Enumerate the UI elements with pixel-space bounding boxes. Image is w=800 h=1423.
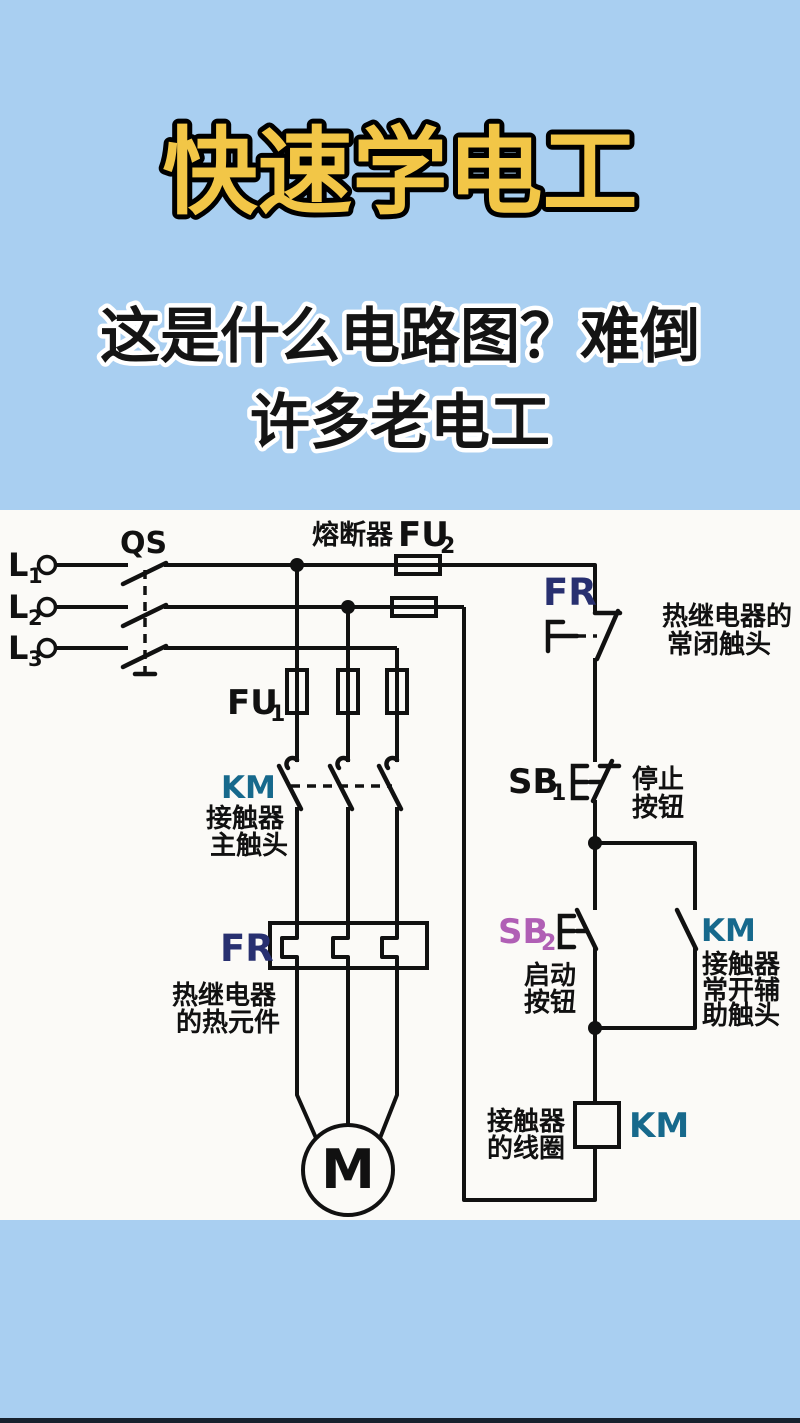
label-fu1-sub: 1 bbox=[270, 702, 285, 727]
motor: M bbox=[301, 1123, 395, 1217]
label-sb2-desc2: 按钮 bbox=[524, 987, 576, 1018]
stop-button-sb1 bbox=[570, 758, 622, 804]
label-km-aux-desc2: 常开辅 bbox=[702, 976, 780, 1006]
fu1-fuse-2 bbox=[336, 668, 360, 715]
motor-letter: M bbox=[321, 1138, 375, 1201]
thermal-relay-heater bbox=[268, 921, 429, 970]
fuse-fu2 bbox=[390, 554, 442, 618]
label-fu1: FU bbox=[227, 683, 278, 723]
label-l1: L bbox=[8, 546, 28, 584]
label-sb1: SB bbox=[508, 762, 558, 802]
fr-nc-trip-hook bbox=[545, 619, 580, 654]
label-km-aux: KM bbox=[701, 913, 756, 949]
diagram-labels: L 1 L 2 L 3 QS 熔断器 FU 2 FU 1 KM 接触器 主触头 … bbox=[8, 515, 792, 1164]
km-main-hook-1 bbox=[284, 755, 300, 771]
label-l2: L bbox=[8, 588, 28, 626]
label-sb1-sub: 1 bbox=[551, 781, 566, 806]
label-km-coil: KM bbox=[629, 1106, 689, 1146]
label-sb1-desc1: 停止 bbox=[632, 764, 684, 795]
label-qs: QS bbox=[120, 526, 167, 561]
km-main-hook-2 bbox=[335, 755, 351, 771]
control-wires bbox=[462, 607, 697, 1202]
label-fr-heater-desc2: 的热元件 bbox=[176, 1007, 280, 1038]
wire-branch-bottom bbox=[595, 947, 697, 1030]
fu1-fuse-1 bbox=[285, 668, 309, 715]
label-km-main-desc1: 接触器 bbox=[206, 804, 285, 834]
km-aux-blade bbox=[674, 907, 699, 952]
wire-branch-top bbox=[595, 841, 697, 910]
label-sb2-sub: 2 bbox=[541, 931, 556, 956]
junction-node2 bbox=[588, 1021, 602, 1035]
label-km-aux-desc1: 接触器 bbox=[702, 950, 781, 980]
label-sb1-desc2: 按钮 bbox=[632, 792, 684, 823]
label-sb2-desc1: 启动 bbox=[524, 960, 576, 991]
label-km-coil-desc1: 接触器 bbox=[487, 1107, 566, 1137]
contactor-km-aux-contact bbox=[674, 907, 699, 952]
wire-col2-lower bbox=[331, 923, 350, 1125]
junction-node1 bbox=[588, 836, 602, 850]
switch-qs bbox=[120, 560, 169, 677]
junction-l1 bbox=[290, 558, 304, 572]
qs-blade-2 bbox=[120, 602, 169, 629]
label-sb2: SB bbox=[498, 912, 548, 952]
bottom-edge-strip bbox=[0, 1418, 800, 1423]
junction-l2 bbox=[341, 600, 355, 614]
label-fr-nc-desc2: 常闭触头 bbox=[667, 630, 771, 660]
label-km-main-desc2: 主触头 bbox=[210, 831, 288, 861]
label-km-coil-desc2: 的线圈 bbox=[487, 1133, 565, 1164]
label-km-aux-desc3: 助触头 bbox=[702, 1001, 780, 1031]
fuse-fu1 bbox=[285, 668, 409, 715]
page-title: 快速学电工 bbox=[162, 118, 637, 228]
label-fu2: FU bbox=[398, 515, 449, 555]
wire-col3-lower bbox=[378, 923, 399, 1139]
motor-circle bbox=[301, 1123, 395, 1217]
header-banner: 快速学电工 这是什么电路图？难倒 许多老电工 bbox=[96, 113, 705, 463]
wire-col1-lower bbox=[280, 923, 318, 1139]
sb1-actuator bbox=[570, 763, 590, 801]
fr-heater-box bbox=[268, 921, 429, 970]
label-fu2-prefix: 熔断器 bbox=[312, 519, 394, 551]
contactor-km-coil bbox=[573, 1101, 621, 1149]
label-l1-sub: 1 bbox=[28, 564, 43, 588]
fr-nc-blade bbox=[594, 608, 621, 662]
label-fu2-sub: 2 bbox=[440, 534, 455, 559]
thermal-relay-nc-contact bbox=[545, 608, 623, 662]
km-coil-box bbox=[573, 1101, 621, 1149]
terminal-l1 bbox=[36, 554, 58, 576]
label-l3-sub: 3 bbox=[28, 647, 43, 671]
terminal-l3 bbox=[36, 637, 58, 659]
circuit-diagram: M bbox=[0, 510, 800, 1220]
label-l2-sub: 2 bbox=[28, 606, 43, 630]
label-fr-heater: FR bbox=[220, 927, 274, 970]
label-l3: L bbox=[8, 629, 28, 667]
label-fr-nc: FR bbox=[543, 571, 597, 614]
fu1-fuse-3 bbox=[385, 668, 409, 715]
label-km-main: KM bbox=[221, 770, 276, 806]
start-button-sb2 bbox=[557, 907, 599, 952]
power-wires bbox=[56, 558, 597, 1139]
terminal-l2 bbox=[36, 596, 58, 618]
contactor-km-main-contacts bbox=[276, 755, 404, 812]
wire-coil-return bbox=[462, 607, 597, 1202]
supply-terminals bbox=[36, 554, 58, 659]
sb2-actuator bbox=[557, 913, 577, 950]
wire-fu2a-to-fr bbox=[440, 563, 597, 612]
subtitle-line-2: 许多老电工 bbox=[250, 388, 550, 458]
km-main-hook-3 bbox=[384, 755, 400, 771]
subtitle-line-1: 这是什么电路图？难倒 bbox=[100, 302, 700, 372]
label-fr-nc-desc1: 热继电器的 bbox=[662, 601, 792, 632]
label-fr-heater-desc1: 热继电器 bbox=[172, 980, 277, 1011]
km-main-blade-1 bbox=[276, 763, 304, 812]
circuit-panel bbox=[0, 510, 800, 1220]
